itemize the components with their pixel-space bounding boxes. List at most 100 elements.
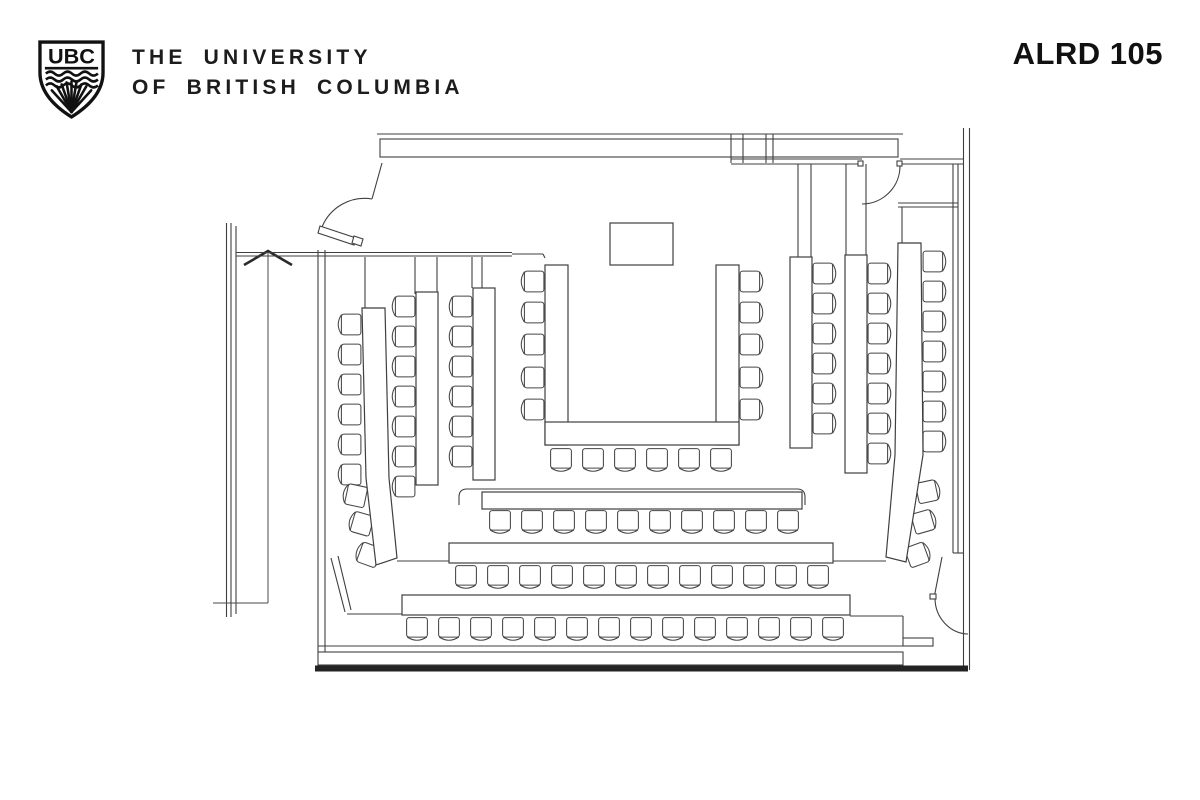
left-tier-middle-chair: [391, 325, 416, 348]
back-row-3-chair: [726, 617, 748, 641]
university-name-line2: OF BRITISH COLUMBIA: [132, 75, 464, 99]
header-brand: UBC THE UNIVERSITY OF BRITISH COLUMBIA: [38, 40, 464, 119]
bottom-wall: [317, 651, 904, 666]
back-row-2-chair: [679, 565, 701, 589]
door-top-right: [857, 160, 903, 205]
right-tier-inner-chair: [812, 352, 837, 375]
u-left-chair: [520, 301, 545, 324]
back-row-2-chair: [551, 565, 573, 589]
back-row-2-chair: [743, 565, 765, 589]
university-name-line1: THE UNIVERSITY: [132, 46, 372, 69]
door-bottom-right: [929, 556, 969, 635]
left-tier-outer-chair: [342, 483, 368, 508]
right-tier-outer-chair: [904, 541, 931, 568]
right-tier-outer-chair: [922, 250, 947, 273]
back-row-3-chair: [502, 617, 524, 641]
back-row-2-chair: [647, 565, 669, 589]
u-left-chair: [520, 333, 545, 356]
right-tier-middle-chair: [867, 322, 892, 345]
logo-acronym-text: UBC: [48, 44, 95, 69]
back-row-2-chair: [455, 565, 477, 589]
front-whiteboard: [379, 138, 899, 158]
u-bottom-chair: [614, 448, 636, 472]
door-top-left-swing-arc: [321, 197, 373, 228]
u-right-chair: [739, 333, 764, 356]
u-right-chair: [739, 270, 764, 293]
walls: [315, 128, 971, 672]
left-tier-middle-chair: [391, 415, 416, 438]
door-top-left-leaf: [317, 225, 357, 246]
right-tier-outer-chair: [915, 479, 941, 504]
left-tier-inner-chair: [448, 385, 473, 408]
right-tier-outer-chair: [922, 430, 947, 453]
back-row-1-chair: [745, 510, 767, 534]
back-row-2-chair: [519, 565, 541, 589]
back-row-3-chair: [758, 617, 780, 641]
right-tier-inner-table: [789, 256, 813, 449]
u-bottom-chair: [646, 448, 668, 472]
ubc-logo-icon: UBC: [38, 40, 105, 119]
lectern: [609, 222, 674, 266]
door-bottom-right-leaf: [933, 556, 943, 599]
back-row-3-chair: [662, 617, 684, 641]
north-arrowhead: [243, 249, 293, 267]
u-table-left: [544, 264, 569, 446]
left-tier-inner-chair: [448, 355, 473, 378]
right-tier-middle-chair: [867, 412, 892, 435]
left-tier-outer-chair: [337, 463, 362, 486]
u-bottom-chair: [582, 448, 604, 472]
u-right-chair: [739, 366, 764, 389]
u-bottom-chair: [550, 448, 572, 472]
logo-sun-rays: [50, 80, 93, 114]
back-row-3-chair: [534, 617, 556, 641]
dimension-arrow: [213, 249, 293, 604]
right-tier-outer-chair: [922, 340, 947, 363]
back-row-3-chair: [790, 617, 812, 641]
back-row-3-chair: [694, 617, 716, 641]
back-row-2-chair: [711, 565, 733, 589]
back-row-2-chair: [807, 565, 829, 589]
right-tier-inner-chair: [812, 382, 837, 405]
back-row-1-chair: [553, 510, 575, 534]
u-table-bottom: [544, 421, 740, 446]
right-tier-middle-chair: [867, 352, 892, 375]
right-tier-middle-chair: [867, 292, 892, 315]
left-tier-middle-chair: [391, 355, 416, 378]
left-tier-middle-chair: [391, 475, 416, 498]
right-tier-middle-chair: [867, 262, 892, 285]
back-row-2-chair: [583, 565, 605, 589]
back-row-1-chair: [777, 510, 799, 534]
back-row-2-chair: [615, 565, 637, 589]
back-row-3-chair: [822, 617, 844, 641]
left-tier-outer-chair: [337, 403, 362, 426]
back-row-2-chair: [487, 565, 509, 589]
floor-steps: [330, 488, 904, 638]
back-row-1-table: [481, 491, 803, 510]
bottom-wall-step: [902, 637, 934, 647]
u-bottom-chair: [710, 448, 732, 472]
left-tier-outer-chair: [337, 373, 362, 396]
right-tier-outer-table: [885, 242, 924, 563]
back-row-1-chair: [681, 510, 703, 534]
back-row-3-chair: [438, 617, 460, 641]
right-tier-outer-chair: [922, 310, 947, 333]
back-row-2-table: [448, 542, 834, 564]
u-left-chair: [520, 270, 545, 293]
back-row-3-table: [401, 594, 851, 616]
left-tier-middle-chair: [391, 385, 416, 408]
u-left-chair: [520, 398, 545, 421]
door-top-left: [317, 162, 383, 247]
back-row-1-chair: [617, 510, 639, 534]
back-row-3-chair: [406, 617, 428, 641]
door-bottom-right-swing-arc: [934, 597, 969, 635]
left-exterior-wall: [225, 223, 237, 617]
left-tier-middle-table: [415, 291, 439, 486]
back-row-3-chair: [598, 617, 620, 641]
left-tier-middle-chair: [391, 445, 416, 468]
u-table-right: [715, 264, 740, 446]
left-tier-inner-table: [472, 287, 496, 481]
left-tier-outer-chair: [337, 343, 362, 366]
left-tier-middle-chair: [391, 295, 416, 318]
